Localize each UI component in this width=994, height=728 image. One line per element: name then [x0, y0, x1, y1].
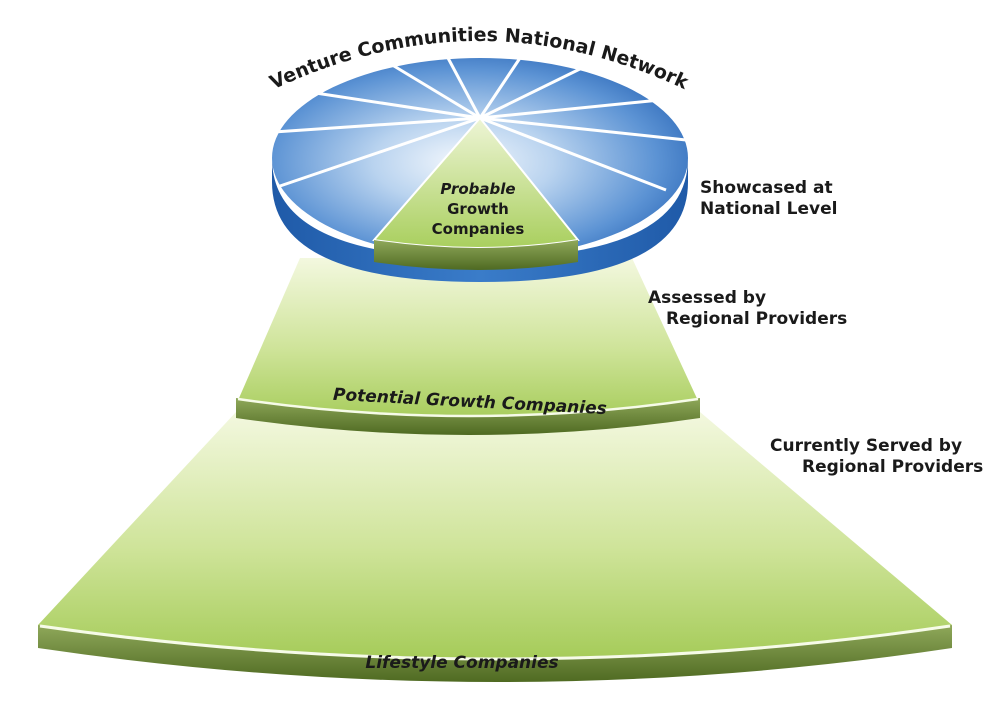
probable-label-line3: Companies — [432, 220, 525, 238]
potential-tier-highlight — [237, 397, 699, 418]
national-network-disc — [272, 57, 688, 282]
label-showcased-national: Showcased at National Level — [700, 178, 837, 220]
probable-slice — [372, 116, 580, 249]
potential-tier-face — [236, 258, 700, 422]
lifestyle-tier-face — [38, 412, 952, 658]
label-showcased-line1: Showcased at — [700, 178, 833, 198]
probable-label-line1: Probable — [440, 180, 515, 198]
label-assessed-regional: Assessed by Regional Providers — [648, 288, 847, 330]
label-assessed-line2: Regional Providers — [666, 309, 848, 329]
probable-slice-rim — [374, 240, 578, 270]
lifestyle-tier-highlight — [39, 624, 951, 661]
label-currently-served: Currently Served by Regional Providers — [770, 436, 983, 478]
lifestyle-tier — [38, 412, 952, 682]
label-served-line1: Currently Served by — [770, 436, 963, 456]
label-showcased-line2: National Level — [700, 199, 838, 219]
label-assessed-line1: Assessed by — [648, 288, 767, 308]
probable-label-line2: Growth — [447, 200, 509, 218]
disc-spokes — [273, 57, 687, 192]
label-served-line2: Regional Providers — [802, 457, 984, 477]
potential-tier — [236, 258, 700, 435]
lifestyle-tier-label: Lifestyle Companies — [365, 653, 558, 673]
lifestyle-tier-rim — [38, 625, 952, 682]
probable-slice-label: Probable Growth Companies — [432, 180, 525, 238]
